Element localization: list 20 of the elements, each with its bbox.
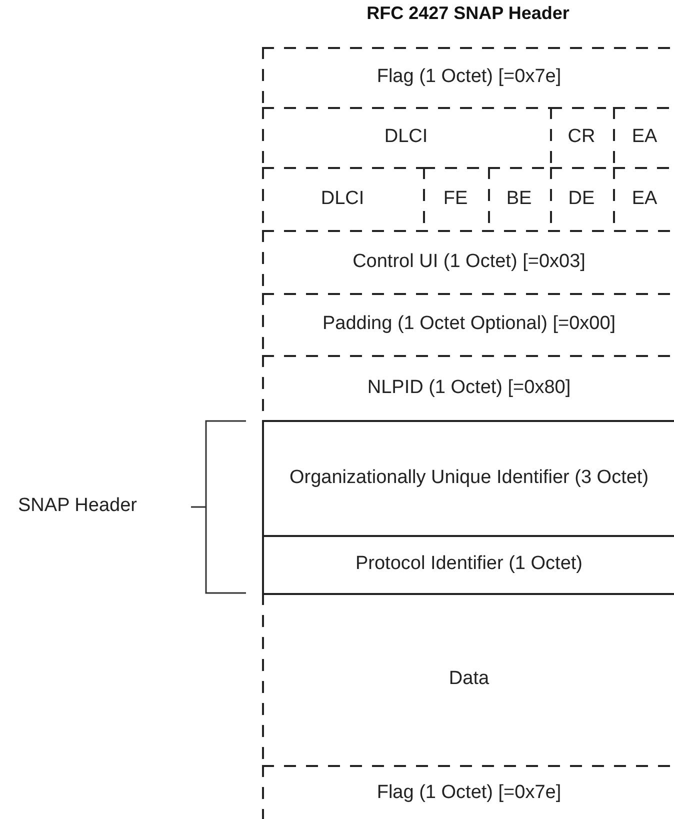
field-label: BE bbox=[506, 186, 532, 210]
field-label: Protocol Identifier (1 Octet) bbox=[355, 552, 583, 576]
field-label: Organizationally Unique Identifier (3 Octet) bbox=[289, 466, 649, 490]
field-label: FE bbox=[443, 186, 468, 210]
field-label: Flag (1 Octet) [=0x7e] bbox=[376, 781, 562, 805]
frame-field bbox=[262, 535, 674, 593]
field-label: EA bbox=[632, 186, 658, 210]
field-label: DLCI bbox=[320, 186, 364, 210]
bracket-label: SNAP Header bbox=[18, 495, 137, 517]
field-label: Padding (1 Octet Optional) [=0x00] bbox=[322, 312, 616, 336]
field-label: Data bbox=[448, 667, 490, 691]
field-label: DLCI bbox=[384, 125, 428, 149]
diagram-title: RFC 2427 SNAP Header bbox=[366, 3, 570, 24]
frame-field bbox=[262, 420, 674, 535]
field-label: Flag (1 Octet) [=0x7e] bbox=[376, 65, 562, 89]
field-label: Control UI (1 Octet) [=0x03] bbox=[352, 250, 586, 274]
field-label: NLPID (1 Octet) [=0x80] bbox=[367, 376, 571, 400]
field-label: DE bbox=[568, 186, 595, 210]
field-label: CR bbox=[568, 125, 596, 149]
field-label: EA bbox=[632, 125, 658, 149]
